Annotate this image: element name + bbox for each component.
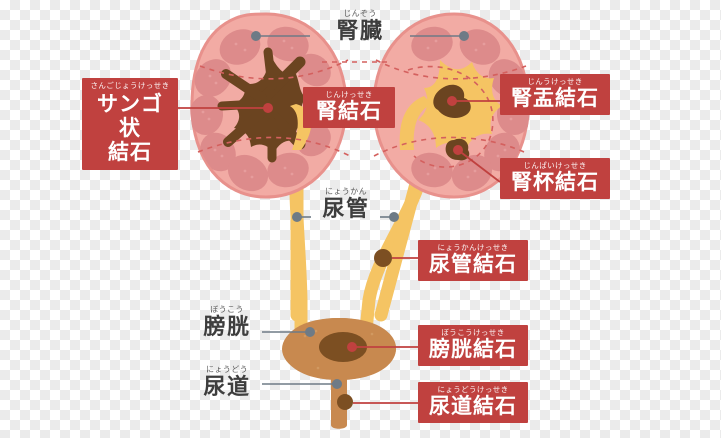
label-kidney: じんぞう 腎臓 (310, 10, 410, 43)
callout-calyceal-stone[interactable]: じんぱいけっせき 腎杯結石 (500, 158, 610, 199)
ureteral-stone-marker (374, 249, 392, 267)
callout-calyceal-text: 腎杯結石 (511, 169, 599, 194)
label-ureter: にょうかん 尿管 (311, 188, 381, 221)
callout-staghorn-furigana: さんごじょうけっせき (90, 81, 170, 90)
callout-calyceal-furigana: じんぱいけっせき (523, 161, 587, 170)
label-ureter-text: 尿管 (322, 197, 370, 222)
callout-ureteral-text: 尿管結石 (429, 251, 517, 276)
callout-renal-pelvic-furigana: じんうけっせき (527, 77, 583, 86)
callout-bladder-stone[interactable]: ぼうこうけっせき 膀胱結石 (418, 325, 528, 366)
callout-kidney-stone-furigana: じんけっせき (325, 90, 373, 99)
callout-staghorn-text: サンゴ状 結石 (97, 91, 163, 164)
callout-kidney-stone[interactable]: じんけっせき 腎結石 (303, 87, 395, 128)
label-bladder-furigana: ぼうこう (210, 305, 244, 314)
callout-urethral-stone[interactable]: にょうどうけっせき 尿道結石 (418, 382, 528, 423)
callout-kidney-stone-text: 腎結石 (316, 98, 382, 123)
callout-renal-pelvic-text: 腎盂結石 (511, 85, 599, 110)
label-urethra: にょうどう 尿道 (192, 366, 262, 399)
callout-urethral-furigana: にょうどうけっせき (437, 385, 509, 394)
callout-staghorn-calculus[interactable]: さんごじょうけっせき サンゴ状 結石 (82, 78, 178, 170)
bladder-shape (282, 318, 396, 429)
label-kidney-furigana: じんぞう (343, 9, 377, 18)
label-urethra-furigana: にょうどう (206, 365, 248, 374)
callout-bladder-stone-furigana: ぼうこうけっせき (441, 328, 505, 337)
label-bladder: ぼうこう 膀胱 (192, 306, 262, 339)
callout-renal-pelvic-stone[interactable]: じんうけっせき 腎盂結石 (500, 74, 610, 115)
label-urethra-text: 尿道 (203, 375, 251, 400)
leader-lines (178, 31, 501, 404)
callout-bladder-stone-text: 膀胱結石 (429, 336, 517, 361)
callout-ureteral-furigana: にょうかんけっせき (437, 243, 509, 252)
callout-ureteral-stone[interactable]: にょうかんけっせき 尿管結石 (418, 240, 528, 281)
label-ureter-furigana: にょうかん (325, 187, 367, 196)
label-bladder-text: 膀胱 (203, 315, 251, 340)
callout-urethral-text: 尿道結石 (429, 393, 517, 418)
label-kidney-text: 腎臓 (336, 19, 384, 44)
